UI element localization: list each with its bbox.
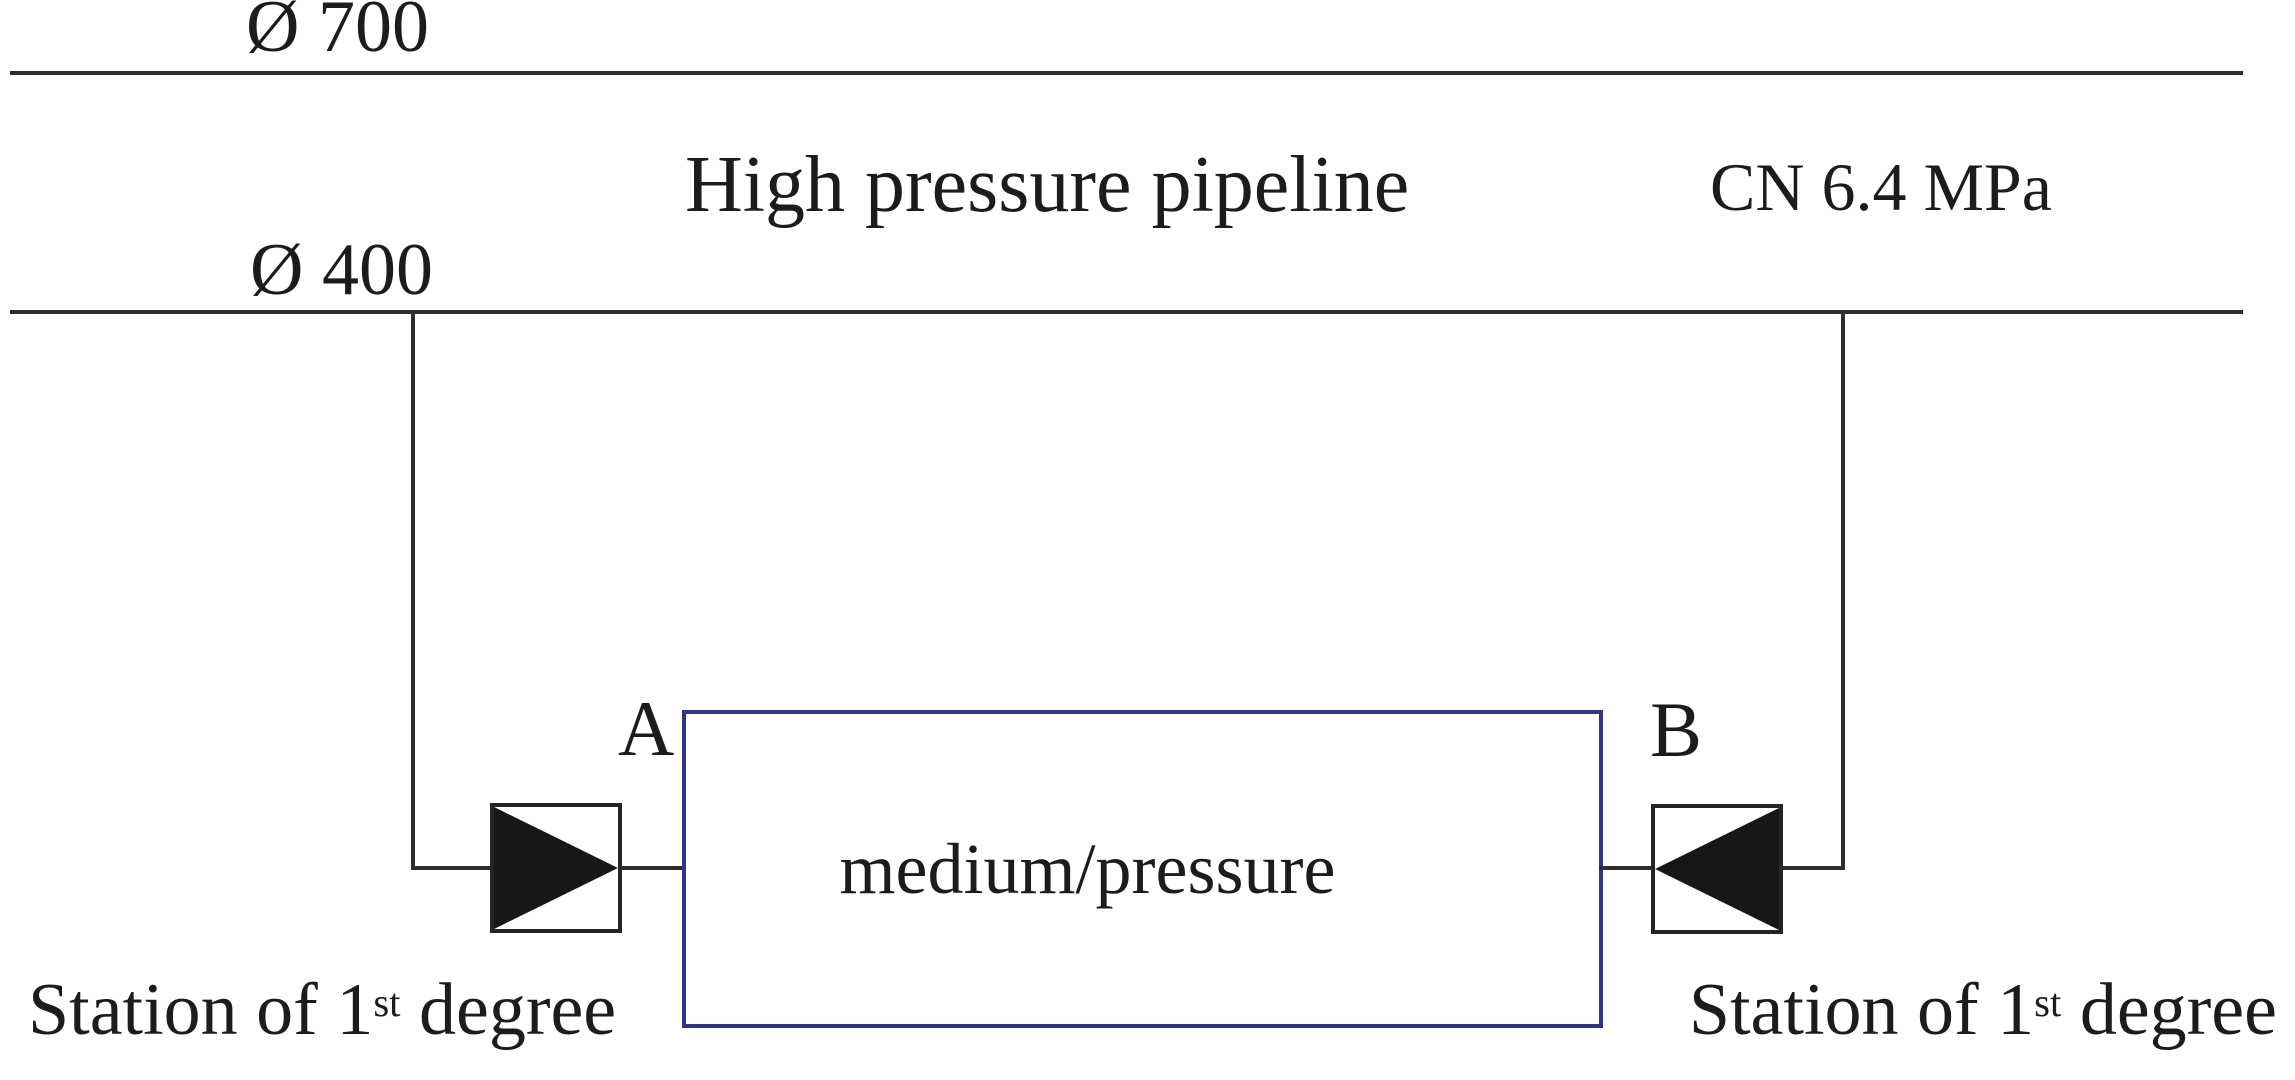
medium-pressure-label: medium/pressure (839, 829, 1336, 909)
station-right-suffix: degree (2061, 969, 2277, 1051)
station-left-superscript: st (373, 979, 401, 1025)
valve-a-label: A (618, 685, 675, 772)
station-left-text: Station of 1 (28, 969, 374, 1051)
box-to-valve-b-connector-line (1599, 866, 1657, 870)
station-right-text: Station of 1 (1688, 969, 2035, 1051)
valve-a (490, 803, 622, 933)
right-branch-vertical-line (1841, 310, 1845, 870)
valve-a-triangle-icon (494, 807, 618, 929)
left-branch-vertical-line (411, 310, 415, 870)
valve-b-to-right-branch-connector-line (1779, 866, 1845, 870)
pressure-rating-label: CN 6.4 MPa (1710, 149, 2052, 225)
station-label-left: Station of 1st degree (28, 973, 616, 1047)
station-label-right: Station of 1st degree (1689, 973, 2277, 1047)
valve-b-label: B (1650, 686, 1703, 773)
pipeline-700-diameter-label: Ø 700 (246, 0, 429, 68)
valve-a-to-box-connector-line (618, 866, 686, 870)
valve-b-triangle-icon (1655, 808, 1779, 930)
diagram-title: High pressure pipeline (685, 141, 1410, 229)
pipeline-400-line (10, 310, 2243, 314)
pipeline-400-diameter-label: Ø 400 (250, 229, 433, 311)
left-branch-connector-line (411, 866, 494, 870)
medium-pressure-box: medium/pressure (682, 710, 1603, 1028)
station-left-suffix: degree (400, 969, 617, 1051)
station-right-superscript: st (2034, 979, 2062, 1025)
valve-b (1651, 804, 1783, 934)
pipeline-700-line (10, 71, 2243, 75)
